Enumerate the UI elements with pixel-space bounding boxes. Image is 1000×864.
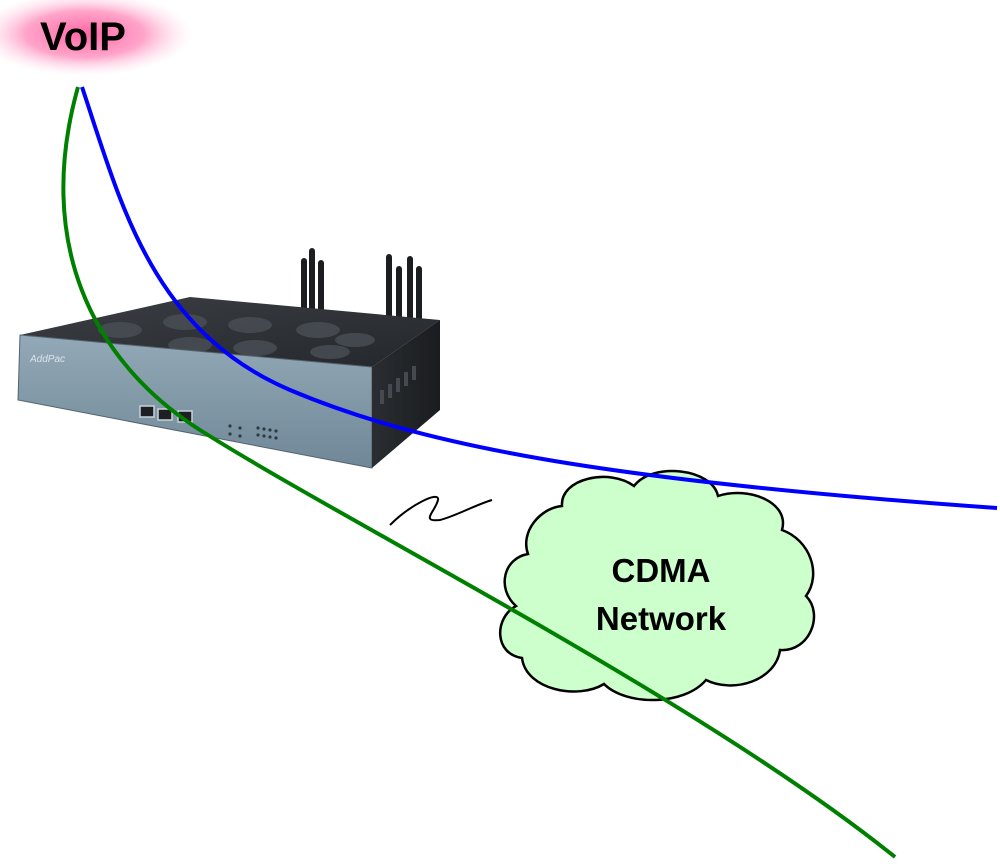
device-side-vents — [380, 366, 416, 404]
cdma-connection-line — [61, 86, 897, 859]
cloud-label-line2: Network — [596, 600, 727, 637]
voip-label: VoIP — [40, 15, 126, 59]
voip-gateway-icon: AddPac — [17, 248, 440, 469]
voip-connection-line — [80, 86, 998, 510]
device-brand: AddPac — [29, 354, 65, 365]
device-top-vents — [98, 314, 375, 359]
voip-glow — [0, 0, 193, 76]
antenna-group — [301, 248, 422, 328]
wireless-link-icon — [389, 495, 493, 526]
cdma-network-cloud: CDMA Network — [499, 469, 816, 702]
device-side — [372, 320, 440, 468]
cloud-label-line1: CDMA — [612, 552, 711, 589]
voip-badge: VoIP — [0, 0, 193, 76]
status-leds — [228, 424, 278, 440]
